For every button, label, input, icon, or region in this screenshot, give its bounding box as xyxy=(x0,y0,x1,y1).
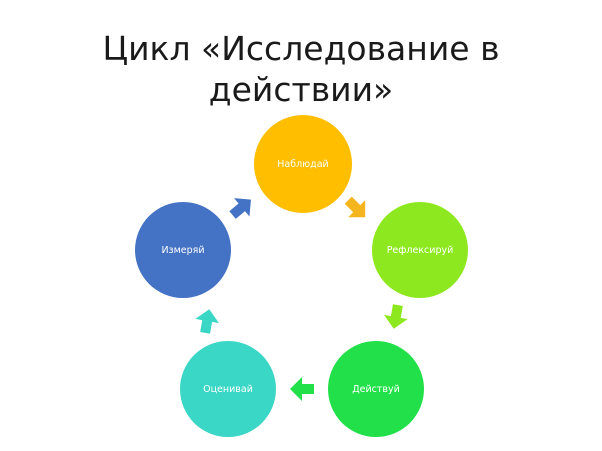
arrow-shape xyxy=(229,198,251,219)
node-label: Измеряй xyxy=(161,245,204,256)
slide-title-line-1: Цикл «Исследование в xyxy=(102,29,500,68)
slide-title-line-2: действии» xyxy=(208,70,394,109)
arrow-shape xyxy=(344,196,366,218)
node-label: Оценивай xyxy=(203,384,253,395)
node-deystvuy: Действуй xyxy=(328,341,424,437)
slide-title: Цикл «Исследование в действии» xyxy=(0,28,602,110)
node-circle xyxy=(135,202,231,298)
arrow-shape xyxy=(195,309,219,334)
node-circle xyxy=(328,341,424,437)
arrow-izmeryay-to-nablyudai xyxy=(229,198,251,219)
node-otsenivay: Оценивай xyxy=(180,341,276,437)
arrow-nablyudai-to-refleksiruy xyxy=(344,196,366,218)
node-label: Рефлексируй xyxy=(387,245,454,256)
node-label: Действуй xyxy=(352,384,400,395)
arrow-refleksiruy-to-deystvuy xyxy=(384,304,408,329)
arrow-deystvuy-to-otsenivay xyxy=(290,377,314,401)
arrow-otsenivay-to-izmeryay xyxy=(195,309,219,334)
arrow-shape xyxy=(290,377,314,401)
node-circle xyxy=(254,115,352,213)
node-refleksiruy: Рефлексируй xyxy=(372,202,468,298)
node-circle xyxy=(372,202,468,298)
node-nablyudai: Наблюдай xyxy=(254,115,352,213)
node-circle xyxy=(180,341,276,437)
node-label: Наблюдай xyxy=(277,159,328,170)
node-izmeryay: Измеряй xyxy=(135,202,231,298)
arrow-shape xyxy=(384,304,408,329)
